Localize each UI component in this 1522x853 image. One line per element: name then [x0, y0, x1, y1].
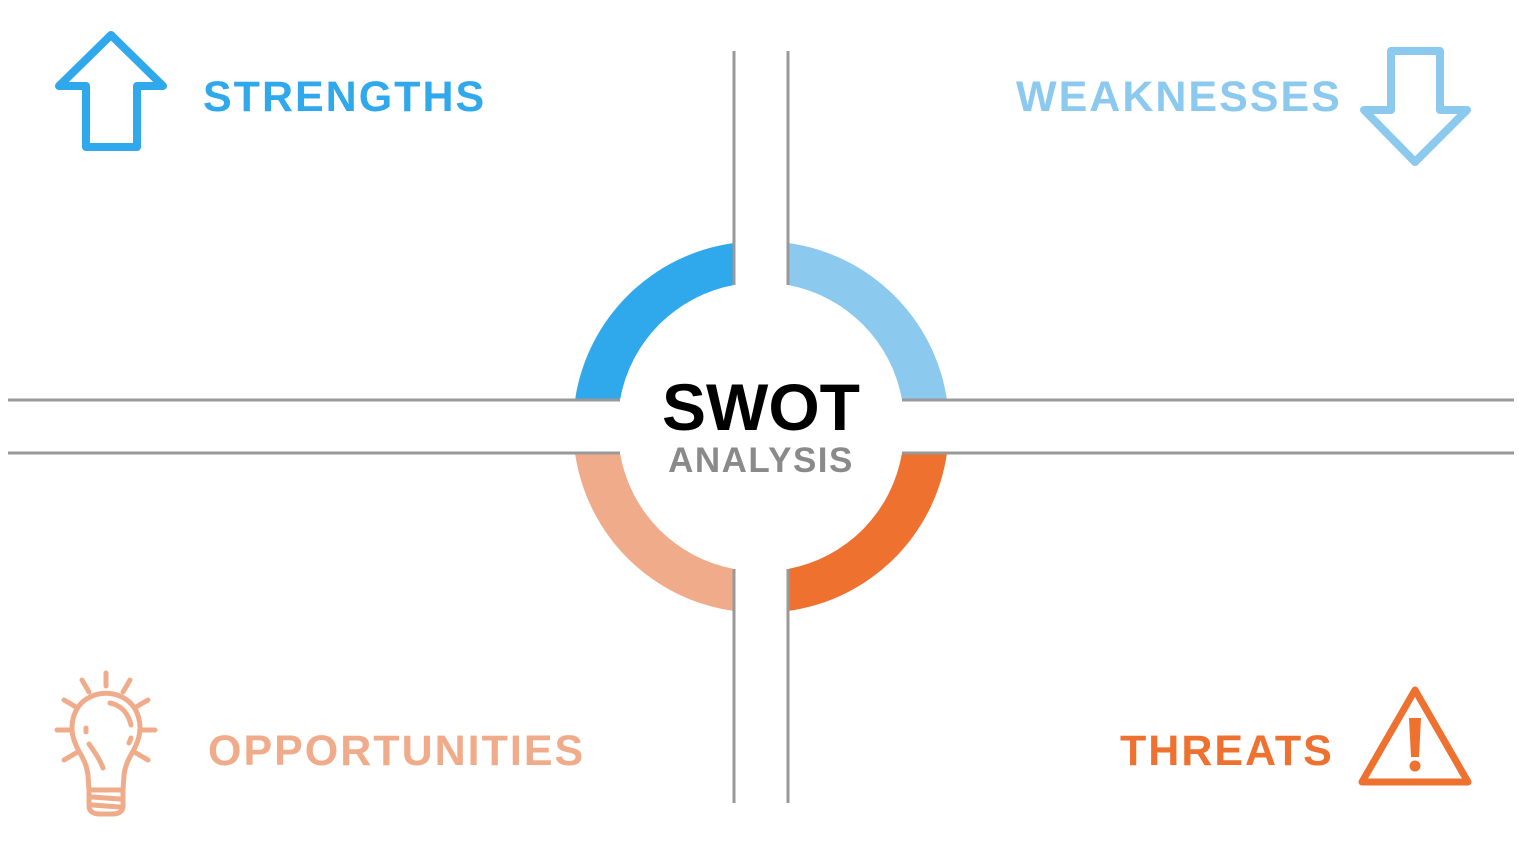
warning-triangle-icon — [1358, 686, 1472, 786]
opportunities-label: OPPORTUNITIES — [208, 727, 586, 775]
divider-lines — [8, 51, 1514, 803]
weaknesses-label: WEAKNESSES — [1016, 73, 1342, 121]
ring-segment-opportunities — [575, 453, 734, 611]
ring-segment-weaknesses — [788, 243, 947, 400]
ring-segment-strengths — [575, 243, 734, 400]
center-subtitle: ANALYSIS — [668, 441, 854, 480]
center-title: SWOT — [662, 370, 860, 444]
strengths-label: STRENGTHS — [203, 73, 487, 121]
threats-label: THREATS — [1120, 727, 1334, 775]
lightbulb-icon — [54, 670, 158, 817]
up-arrow-icon — [55, 31, 167, 151]
down-arrow-icon — [1360, 47, 1471, 166]
ring-segment-threats — [788, 453, 947, 611]
